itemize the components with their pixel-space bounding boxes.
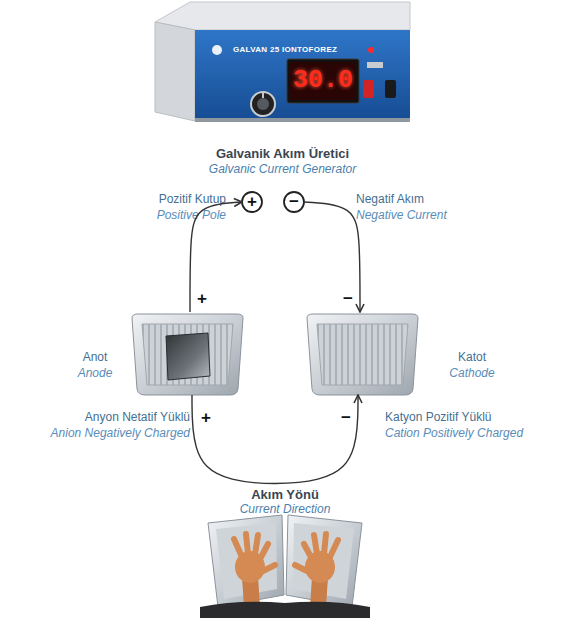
- display-readout: 30.0: [290, 65, 356, 97]
- anode-tray-art: [132, 314, 243, 395]
- cathode-tray-node: KatotCathode: [305, 312, 420, 395]
- tray-bed: [317, 324, 408, 385]
- control-knob: [251, 92, 275, 116]
- tray-rim: [132, 314, 243, 395]
- switch: [367, 62, 383, 68]
- case-top: [155, 2, 410, 30]
- positive-pole-circle: [242, 192, 262, 212]
- cathode-tray-art: [307, 314, 418, 395]
- polarity-sign: −: [284, 193, 304, 211]
- node-heading: Katot: [447, 350, 497, 365]
- right-fingers: [295, 534, 338, 571]
- connector-group: [190, 202, 360, 484]
- current-connector: [190, 202, 242, 312]
- pole-label: Negatif Akım: [356, 192, 506, 207]
- charge-label: Anyon Netatif Yüklü: [40, 410, 190, 425]
- generator-device: [155, 2, 410, 122]
- charge-label: Katyon Pozitif Yüklü: [385, 410, 535, 425]
- pole-label: Pozitif Kutup: [76, 192, 226, 207]
- node-heading-translation: Cathode: [447, 366, 497, 381]
- case-base: [195, 118, 410, 122]
- negative-pole-circle: [284, 192, 304, 212]
- pole-label-translation: Negative Current: [356, 208, 506, 223]
- generator-device-node: GALVAN 25 IONTOFOREZ30.0Galvanik Akım Ür…: [155, 0, 410, 202]
- node-heading-translation: Galvanic Current Generator: [135, 162, 430, 177]
- knob-cap: [257, 98, 269, 110]
- left-tray: [208, 515, 284, 607]
- left-fingers: [234, 534, 275, 571]
- knob-mark: [262, 93, 264, 98]
- current-connector: [304, 202, 360, 312]
- charge-label-translation: Cation Positively Charged: [385, 426, 535, 441]
- pole-label-translation: Positive Pole: [76, 208, 226, 223]
- right-tray: [286, 515, 362, 607]
- charge-label-translation: Anion Negatively Charged: [40, 426, 190, 441]
- brand-logo: [212, 45, 222, 55]
- node-heading: Galvanik Akım Üretici: [135, 146, 430, 161]
- current-connector: [192, 395, 358, 484]
- node-heading: Anot: [70, 350, 120, 365]
- red-terminal: [363, 80, 374, 98]
- node-heading-translation: Current Direction: [200, 502, 370, 517]
- polarity-sign: −: [336, 409, 356, 427]
- anode-tray-node: AnotAnode: [130, 312, 245, 395]
- display-screen: [290, 62, 356, 100]
- treatment-photo-node: Akım YönüCurrent Direction: [200, 515, 370, 618]
- polarity-sign: +: [196, 409, 216, 427]
- clothing: [200, 602, 370, 618]
- tray-rim: [307, 314, 418, 395]
- device-brand-text: GALVAN 25 IONTOFOREZ: [233, 45, 343, 55]
- display-bezel: [287, 59, 359, 103]
- node-heading-translation: Anode: [70, 366, 120, 381]
- hands-in-trays: [200, 515, 370, 618]
- tray-bed: [142, 324, 233, 385]
- black-terminal: [385, 80, 396, 98]
- polarity-sign: +: [242, 193, 262, 211]
- electrode-plate: [166, 333, 210, 380]
- case-side: [155, 22, 195, 121]
- node-heading: Akım Yönü: [200, 487, 370, 502]
- front-panel: [195, 30, 410, 120]
- polarity-sign: −: [338, 290, 358, 308]
- power-led: [368, 47, 374, 53]
- polarity-sign: +: [192, 290, 212, 308]
